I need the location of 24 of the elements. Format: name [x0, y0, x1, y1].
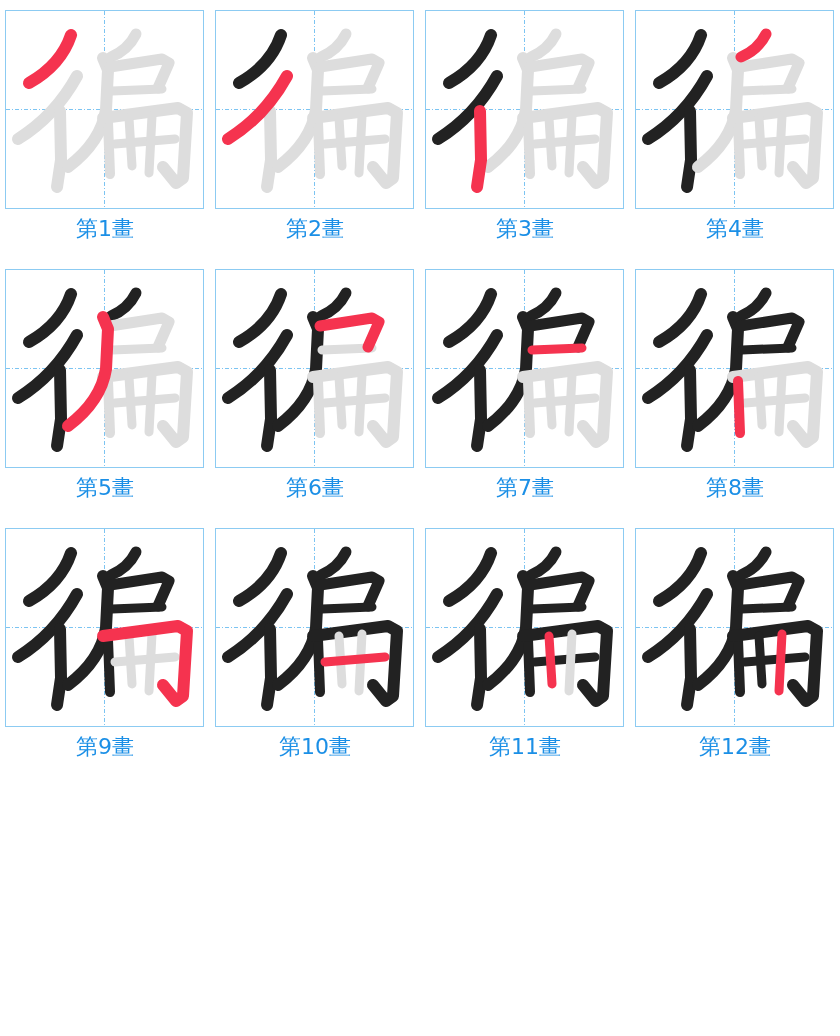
stroke-order-grid: [215, 10, 414, 209]
stroke-order-grid: [5, 269, 204, 468]
stroke-order-grid: [425, 10, 624, 209]
step-caption: 第9畫: [76, 735, 134, 759]
stroke-order-grid: [215, 269, 414, 468]
step-caption: 第10畫: [279, 735, 351, 759]
step-caption: 第6畫: [286, 476, 344, 500]
stroke-order-grid: [635, 10, 834, 209]
step-caption: 第2畫: [286, 217, 344, 241]
stroke-order-grid: [635, 528, 834, 727]
stroke-order-grid: [215, 528, 414, 727]
stroke-order-grid: [635, 269, 834, 468]
step-caption: 第8畫: [706, 476, 764, 500]
step-caption: 第7畫: [496, 476, 554, 500]
step-caption: 第1畫: [76, 217, 134, 241]
step-caption: 第11畫: [489, 735, 561, 759]
step-caption: 第12畫: [699, 735, 771, 759]
stroke-order-grid: [425, 269, 624, 468]
step-caption: 第5畫: [76, 476, 134, 500]
step-caption: 第3畫: [496, 217, 554, 241]
step-caption: 第4畫: [706, 217, 764, 241]
stroke-order-grid: [425, 528, 624, 727]
stroke-order-grid: [5, 10, 204, 209]
stroke-order-grid: [5, 528, 204, 727]
